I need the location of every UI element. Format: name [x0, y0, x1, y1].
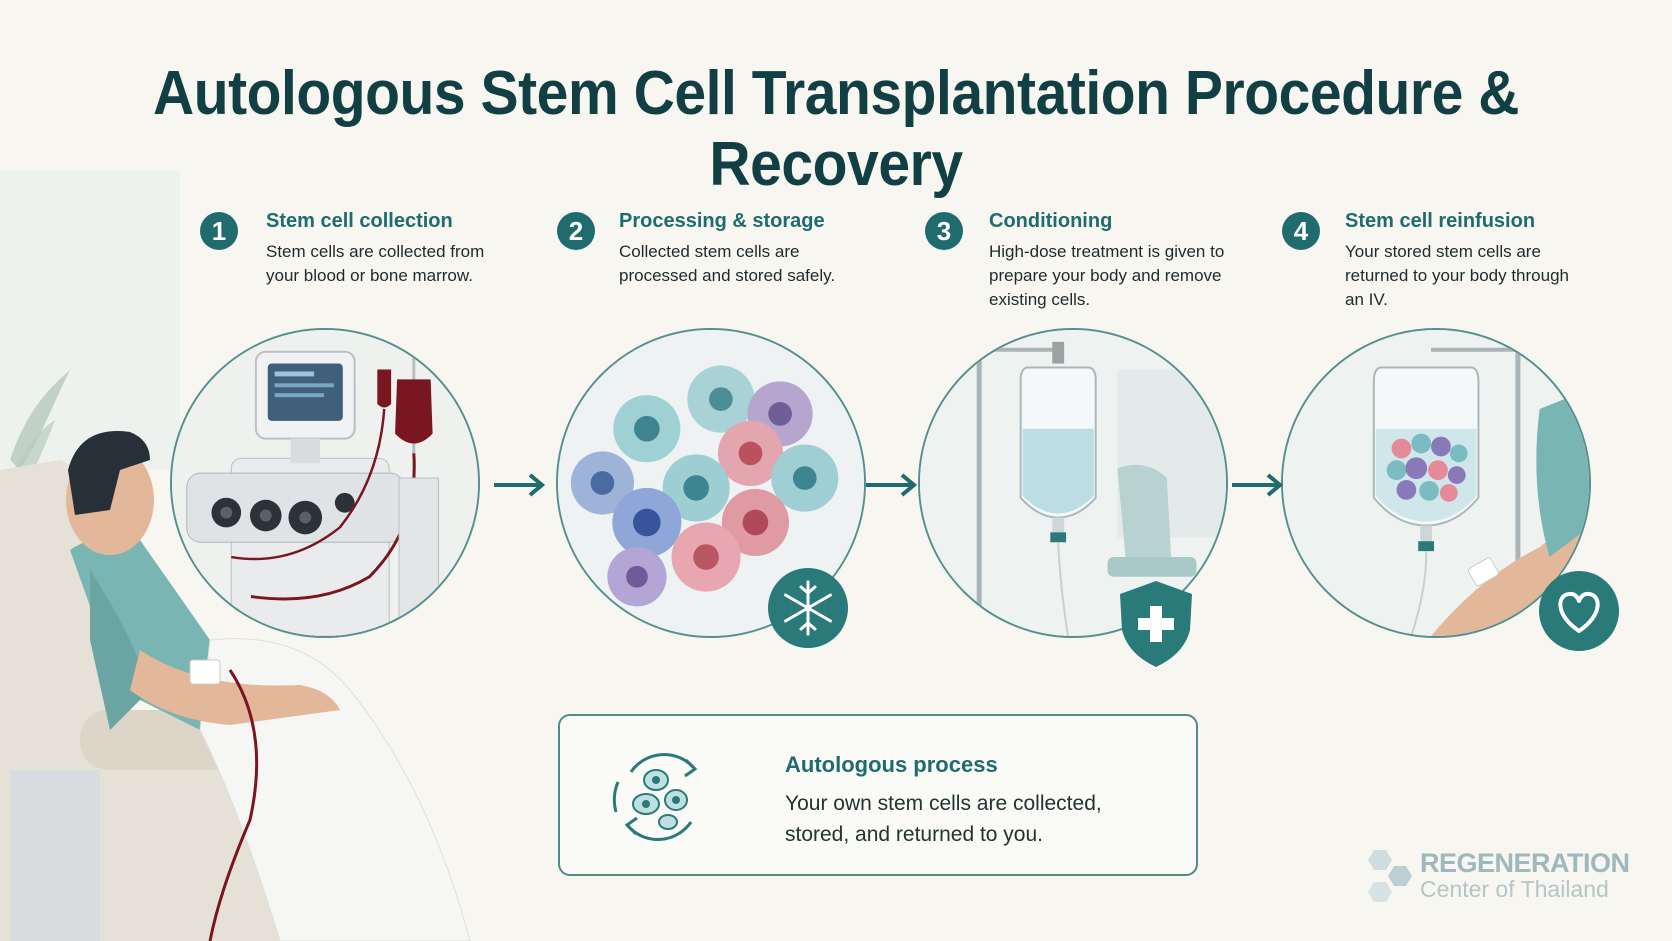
page-title: Autologous Stem Cell Transplantation Pro… — [152, 59, 1520, 199]
patient-illustration — [0, 170, 471, 941]
step-heading: Stem cell collection — [266, 210, 453, 232]
autologous-note: Autologous process Your own stem cells a… — [558, 714, 1198, 876]
machine-screen — [267, 363, 343, 421]
stem-cells — [570, 365, 839, 607]
step-description: Stem cells are collected from your blood… — [266, 242, 485, 285]
conditioning-illustration — [918, 328, 1228, 638]
note-heading: Autologous process — [785, 752, 998, 777]
arrow-right-icon — [1232, 473, 1284, 497]
arrow-right-icon — [866, 473, 918, 497]
shield-plus-icon — [1120, 581, 1192, 667]
step-heading: Conditioning — [989, 210, 1113, 232]
snowflake-icon — [768, 568, 848, 648]
cycle-cells-icon — [612, 753, 698, 841]
step-description: High-dose treatment is given to prepare … — [989, 242, 1225, 309]
logo-line-2: Center of Thailand — [1420, 876, 1609, 902]
step-number: 2 — [557, 212, 595, 250]
step-number: 1 — [200, 212, 238, 250]
note-body: Your own stem cells are collected, store… — [785, 792, 1102, 846]
patient-arm — [130, 650, 340, 725]
step-description: Collected stem cells are processed and s… — [619, 242, 836, 285]
logo-line-1: REGENERATION — [1420, 848, 1630, 878]
step-heading: Stem cell reinfusion — [1345, 210, 1536, 232]
blood-line — [208, 669, 259, 941]
step-number: 3 — [925, 212, 963, 250]
hospital-chair — [1117, 464, 1172, 577]
step-description: Your stored stem cells are returned to y… — [1345, 242, 1569, 309]
hexagon-logo-icon — [1368, 850, 1412, 902]
arrow-right-icon — [494, 473, 546, 497]
processing-illustration — [556, 328, 866, 638]
blood-bag — [395, 379, 433, 444]
step-heading: Processing & storage — [619, 210, 825, 232]
heart-icon — [1539, 571, 1619, 651]
brand-logo: REGENERATION Center of Thailand — [1360, 842, 1650, 912]
collection-illustration — [170, 328, 480, 638]
plant-leaves — [10, 370, 70, 470]
step-number: 4 — [1282, 212, 1320, 250]
